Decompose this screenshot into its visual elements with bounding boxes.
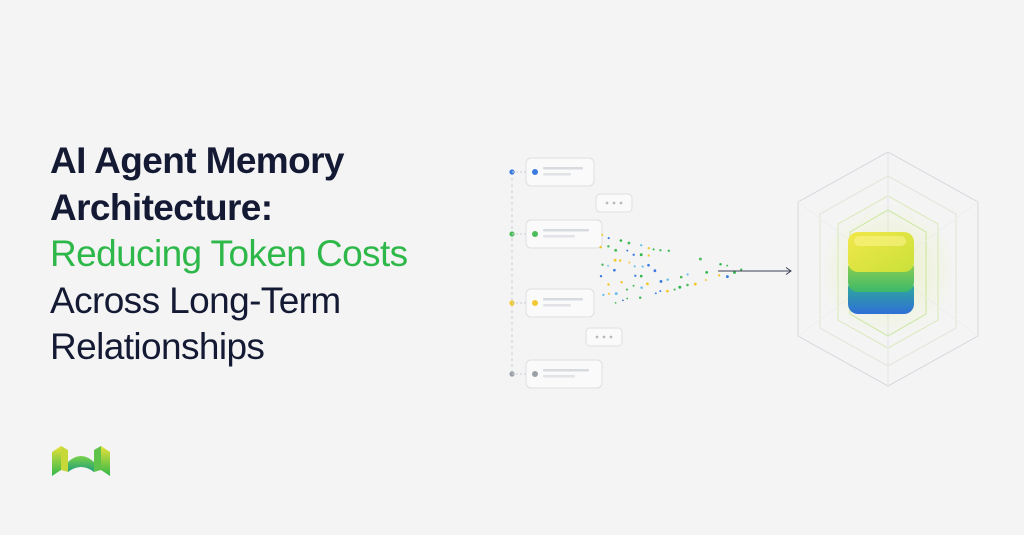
- particle-dot: [740, 268, 743, 271]
- particle-dot: [645, 282, 649, 286]
- particle-dot: [628, 261, 631, 264]
- particle-dot: [626, 297, 629, 300]
- particle-dot: [613, 268, 616, 272]
- arrow-right-icon: [718, 267, 792, 275]
- message-card: [525, 157, 595, 187]
- particle-dot: [626, 249, 629, 252]
- particle-dot: [686, 273, 689, 276]
- particle-dot: [733, 271, 736, 274]
- particle-dot: [654, 292, 657, 295]
- particle-dot: [726, 264, 729, 267]
- title-line-2: Architecture:: [50, 186, 273, 228]
- particle-dot: [652, 248, 655, 251]
- particle-dot: [666, 289, 669, 293]
- particle-dot: [686, 283, 689, 287]
- particle-dot: [704, 279, 707, 281]
- particle-dot: [627, 241, 631, 245]
- message-card: [525, 359, 603, 389]
- particle-dot: [667, 249, 671, 253]
- particle-dot: [614, 248, 618, 252]
- particle-dot: [601, 263, 604, 266]
- particle-dot: [673, 288, 676, 291]
- particle-dot: [599, 275, 603, 278]
- particle-dot: [725, 275, 729, 279]
- particle-dot: [641, 265, 644, 268]
- particle-dot: [607, 283, 610, 286]
- message-card: [525, 219, 603, 249]
- typing-bubble: [585, 327, 623, 347]
- brand-logo-icon: [52, 446, 110, 476]
- particle-dot: [620, 280, 623, 284]
- particle-dot: [632, 253, 635, 256]
- particle-dot: [653, 269, 657, 273]
- memory-cube-icon: [848, 232, 914, 314]
- particle-dot: [638, 296, 642, 299]
- particle-dot: [679, 275, 683, 279]
- title-line-4: Across Long-Term: [50, 279, 341, 321]
- particle-dot: [666, 278, 669, 281]
- title-line-3: Reducing Token Costs: [50, 233, 408, 274]
- particle-dot: [647, 263, 650, 267]
- particle-dot: [607, 292, 611, 295]
- particle-dot: [619, 239, 623, 242]
- particle-dot: [717, 274, 721, 277]
- message-card: [525, 288, 595, 318]
- particle-dot: [607, 237, 610, 240]
- particle-dot: [659, 279, 663, 283]
- particle-dot: [647, 247, 650, 250]
- particle-dot: [640, 286, 643, 289]
- particle-dot: [625, 288, 629, 291]
- particle-dot: [659, 249, 662, 252]
- particle-dot: [639, 244, 643, 247]
- particle-dot: [639, 253, 643, 257]
- particle-dot: [607, 245, 610, 248]
- particle-dot: [647, 254, 650, 257]
- particle-dot: [632, 284, 635, 287]
- particle-dot: [693, 282, 697, 286]
- particle-dot: [613, 258, 617, 262]
- conversation-timeline: [509, 169, 528, 377]
- particle-dot: [601, 233, 604, 236]
- particle-dot: [698, 257, 702, 261]
- particle-dot: [705, 271, 709, 274]
- particle-dot: [719, 263, 722, 266]
- particle-dot: [659, 290, 662, 293]
- particle-dot: [634, 274, 637, 277]
- particle-dot: [678, 285, 682, 289]
- typing-bubble: [595, 193, 633, 213]
- particle-dot: [618, 259, 622, 262]
- particle-dot: [607, 264, 610, 267]
- particle-dot: [639, 274, 643, 278]
- title-line-5: Relationships: [50, 326, 265, 367]
- particle-dot: [614, 301, 617, 304]
- page-title: AI Agent Memory Architecture: Reducing T…: [50, 138, 470, 371]
- particle-dot: [614, 292, 618, 296]
- memory-illustration: [509, 151, 979, 389]
- particle-dot: [602, 293, 605, 297]
- particle-dot: [633, 265, 636, 268]
- particle-dot: [599, 245, 602, 249]
- compression-particles: [599, 233, 743, 304]
- title-line-1: AI Agent Memory: [50, 140, 344, 181]
- particle-dot: [621, 299, 624, 302]
